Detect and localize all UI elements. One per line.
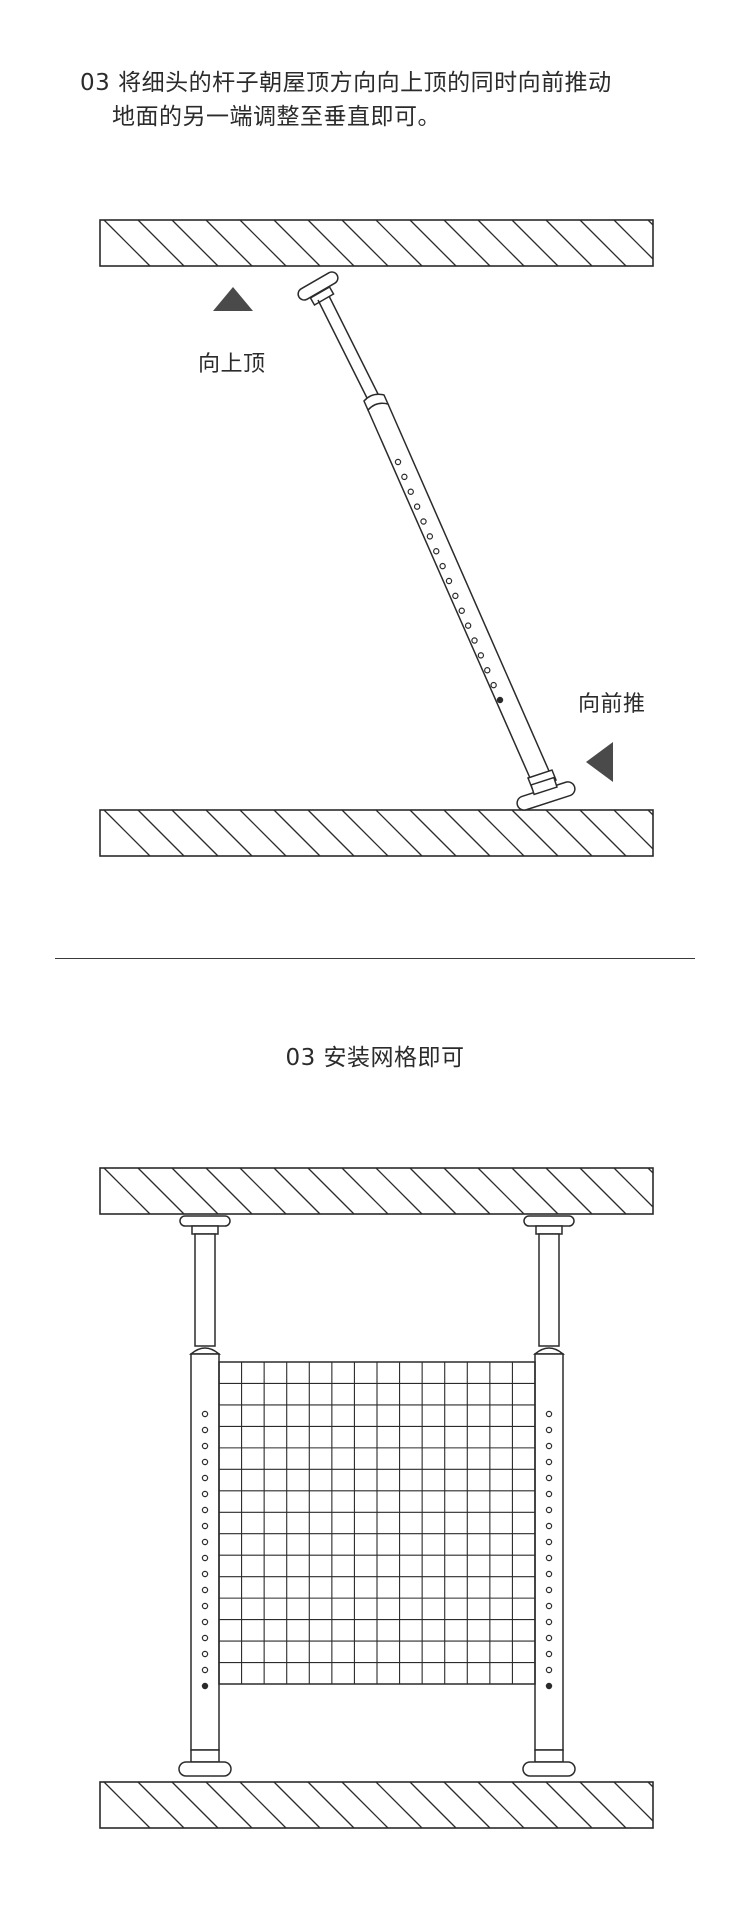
floor-hatch [99, 809, 654, 857]
step1-instruction: 03 将细头的杆子朝屋顶方向向上顶的同时向前推动 地面的另一端调整至垂直即可。 [80, 66, 720, 134]
step2-instruction: 03 安装网格即可 [285, 1045, 465, 1071]
step1-diagram [99, 219, 654, 857]
ceiling-hatch [99, 219, 654, 267]
up-arrow-icon [213, 287, 253, 311]
floor-hatch-2 [99, 1781, 654, 1829]
step1-instruction-line1: 03 将细头的杆子朝屋顶方向向上顶的同时向前推动 [80, 70, 612, 96]
mesh-grid [218, 1361, 536, 1685]
label-push-up: 向上顶 [198, 352, 266, 377]
left-arrow-icon [586, 742, 613, 782]
ceiling-hatch-2 [99, 1167, 654, 1215]
tilted-pole [297, 271, 576, 811]
label-push-forward: 向前推 [578, 692, 646, 717]
step1-instruction-line2: 地面的另一端调整至垂直即可。 [112, 104, 441, 130]
section-divider [55, 958, 695, 959]
